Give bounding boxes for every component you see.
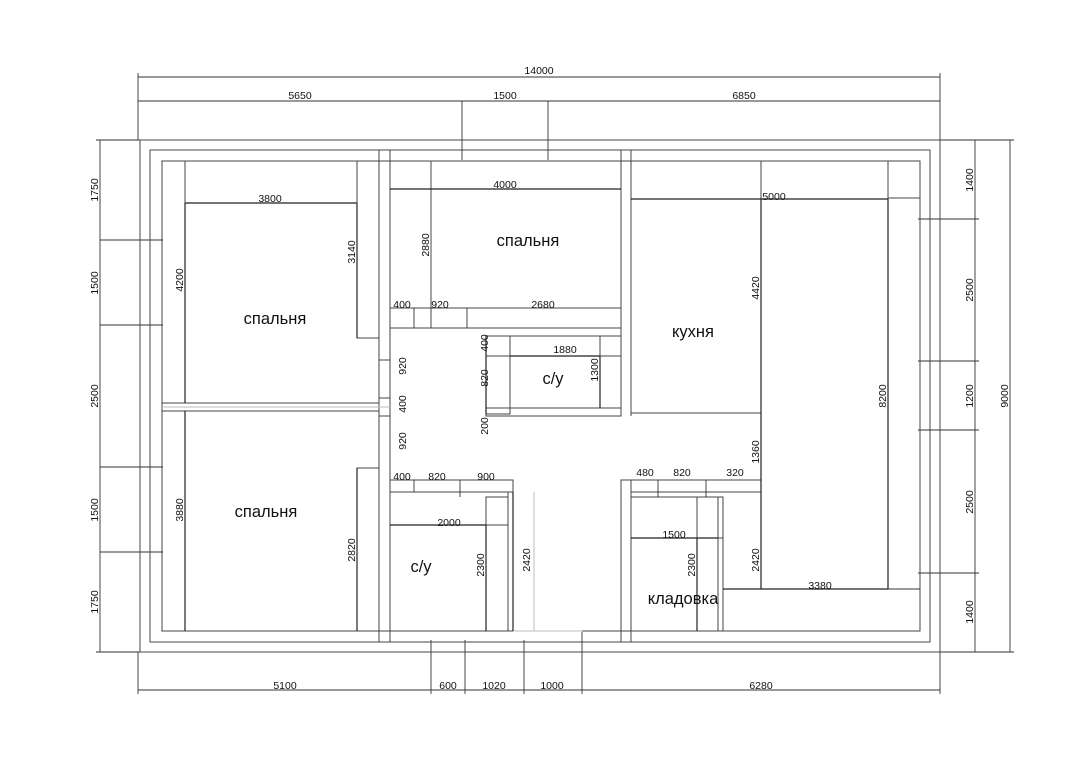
dim-right-5: 1400 bbox=[964, 600, 976, 624]
dim-bed-bl-height: 3880 bbox=[174, 498, 186, 522]
dim-bath-b-900: 900 bbox=[477, 471, 495, 483]
dim-bottom-4: 1000 bbox=[540, 680, 564, 692]
room-label-kitchen: кухня bbox=[672, 323, 714, 341]
dim-hall-v-400: 400 bbox=[397, 395, 409, 413]
dim-bath-c-height: 1300 bbox=[589, 358, 601, 382]
dim-pantry-outer: 2420 bbox=[750, 548, 762, 572]
dim-bath-b-height: 2300 bbox=[475, 553, 487, 577]
dim-left-5: 1750 bbox=[89, 590, 101, 614]
dim-left-1: 1750 bbox=[89, 178, 101, 202]
dim-hall-v-920b: 920 bbox=[397, 432, 409, 450]
dim-right-3: 1200 bbox=[964, 384, 976, 408]
dim-hall-920a: 920 bbox=[431, 299, 449, 311]
dim-bed-tc-width: 4000 bbox=[493, 179, 517, 191]
room-label-bedroom-topleft: спальня bbox=[244, 310, 307, 328]
walls bbox=[139, 139, 941, 653]
dim-bath-c-400: 400 bbox=[479, 334, 491, 352]
room-label-bedroom-bottomleft: спальня bbox=[235, 503, 298, 521]
dim-pantry-320: 320 bbox=[726, 467, 744, 479]
room-label-pantry: кладовка bbox=[648, 590, 719, 608]
dim-bottom-5: 6280 bbox=[749, 680, 773, 692]
dim-total-height: 9000 bbox=[999, 384, 1011, 408]
room-label-bedroom-topcenter: спальня bbox=[497, 232, 560, 250]
dim-bed-bl-inner: 2820 bbox=[346, 538, 358, 562]
room-labels: спальня спальня спальня кухня с/у с/у кл… bbox=[235, 232, 719, 608]
outer-dimension-lines bbox=[96, 73, 1014, 694]
dim-bed-tl-inner: 3140 bbox=[346, 240, 358, 264]
dim-pantry-height: 2300 bbox=[686, 553, 698, 577]
dim-bath-b-820: 820 bbox=[428, 471, 446, 483]
dim-pantry-width: 1500 bbox=[662, 529, 686, 541]
dim-bath-c-width: 1880 bbox=[553, 344, 577, 356]
dim-hall-2680: 2680 bbox=[531, 299, 555, 311]
dim-hall-400a: 400 bbox=[393, 299, 411, 311]
dim-pantry-1360: 1360 bbox=[750, 440, 762, 464]
dim-hall-v-920a: 920 bbox=[397, 357, 409, 375]
room-label-bathroom-bottom: с/у bbox=[410, 558, 432, 576]
dim-right-1: 1400 bbox=[964, 168, 976, 192]
inner-dimension-lines bbox=[184, 188, 889, 631]
dim-pantry-820: 820 bbox=[673, 467, 691, 479]
dim-bottomright-width: 3380 bbox=[808, 580, 832, 592]
dim-bottom-2: 600 bbox=[439, 680, 457, 692]
dim-pantry-480: 480 bbox=[636, 467, 654, 479]
outer-dimension-labels: 14000 5650 1500 6850 5100 600 1020 1000 … bbox=[89, 65, 1011, 692]
dim-right-4: 2500 bbox=[964, 490, 976, 514]
dim-bath-b-400: 400 bbox=[393, 471, 411, 483]
dim-kitchen-total: 8200 bbox=[877, 384, 889, 408]
dim-top-right: 6850 bbox=[732, 90, 756, 102]
inner-dimension-labels: 3800 4200 3140 4000 2880 400 920 2680 50… bbox=[174, 179, 889, 592]
dim-top-mid: 1500 bbox=[493, 90, 517, 102]
dim-total-width: 14000 bbox=[524, 65, 553, 77]
dim-left-2: 1500 bbox=[89, 271, 101, 295]
dim-left-4: 1500 bbox=[89, 498, 101, 522]
dim-kitchen-height: 4420 bbox=[750, 276, 762, 300]
dim-bath-c-200: 200 bbox=[479, 417, 491, 435]
dim-bath-b-outer: 2420 bbox=[521, 548, 533, 572]
dim-bed-tl-height: 4200 bbox=[174, 268, 186, 292]
dim-bed-tl-width: 3800 bbox=[258, 193, 282, 205]
dim-kitchen-width: 5000 bbox=[762, 191, 786, 203]
dim-bath-c-820: 820 bbox=[479, 369, 491, 387]
room-label-bathroom-center: с/у bbox=[542, 370, 564, 388]
dim-bath-b-width: 2000 bbox=[437, 517, 461, 529]
dim-left-3: 2500 bbox=[89, 384, 101, 408]
dim-bed-tc-height: 2880 bbox=[420, 233, 432, 257]
dim-right-2: 2500 bbox=[964, 278, 976, 302]
dim-bottom-3: 1020 bbox=[482, 680, 506, 692]
dim-top-left: 5650 bbox=[288, 90, 312, 102]
dim-bottom-1: 5100 bbox=[273, 680, 297, 692]
